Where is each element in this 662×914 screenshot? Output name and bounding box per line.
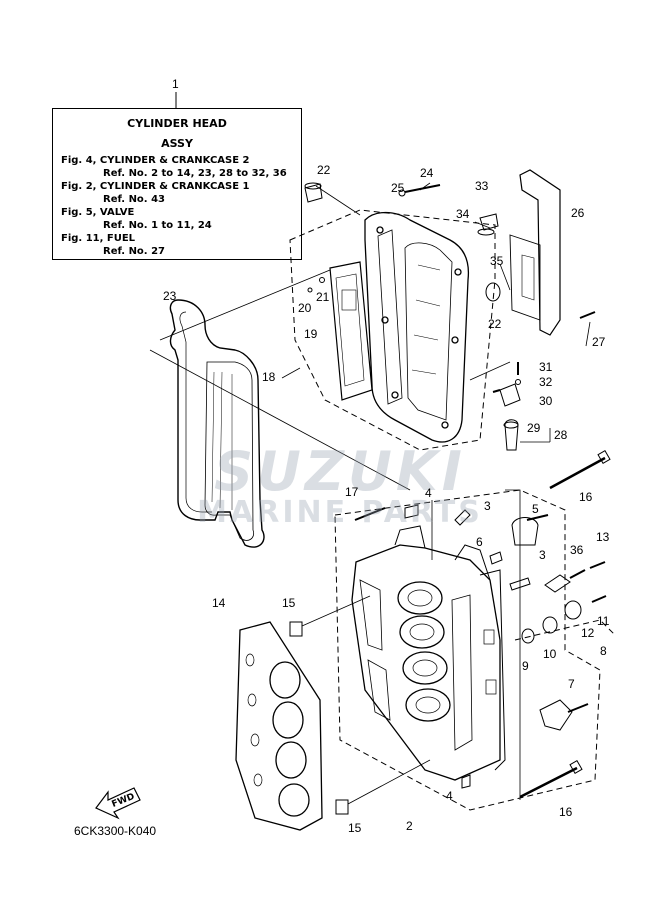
callout-3-lower: 3 [539,548,546,562]
dashed-frame-head [334,489,601,811]
callout-9: 9 [522,659,529,673]
callout-3-upper: 3 [484,499,491,513]
callout-6: 6 [476,535,483,549]
callout-29: 29 [527,421,541,435]
dashed-frame-cover [289,209,496,451]
diagram-code: 6CK3300-K040 [74,824,157,838]
bracket-part-26 [509,169,596,336]
callout-10: 10 [543,647,557,661]
callout-31: 31 [539,360,553,374]
callout-18: 18 [262,370,276,384]
info-line: Fig. 5, VALVE [61,207,135,218]
exhaust-cover-gasket-part-23 [169,299,265,548]
callout-16-lower: 16 [559,805,573,819]
bolts-and-pins [289,449,611,815]
info-title-line-2: ASSY [161,137,193,150]
cover-plate-part-19 [329,261,373,401]
callout-35: 35 [490,254,504,268]
callout-4-upper: 4 [425,486,432,500]
callout-24: 24 [420,166,434,180]
callout-23: 23 [163,289,177,303]
callout-34: 34 [456,207,470,221]
callout-27: 27 [592,335,606,349]
callout-19: 19 [304,327,318,341]
callout-12: 12 [581,626,595,640]
info-line: Ref. No. 2 to 14, 23, 28 to 32, 36 [103,168,287,179]
callout-4-lower: 4 [446,789,453,803]
callout-15-lower: 15 [348,821,362,835]
callout-5: 5 [532,502,539,516]
callout-33: 33 [475,179,489,193]
head-gasket-part-14 [235,621,323,831]
assembly-info-box: CYLINDER HEAD ASSY Fig. 4, CYLINDER & CR… [52,108,302,260]
callout-2: 2 [406,819,413,833]
info-line: Fig. 4, CYLINDER & CRANKCASE 2 [61,155,250,166]
fwd-arrow-icon: FWD [95,787,141,820]
info-line: Ref. No. 27 [103,246,166,257]
leader-lines [149,182,591,491]
info-line: Ref. No. 1 to 11, 24 [103,220,212,231]
callout-20: 20 [298,301,312,315]
small-parts-top [304,182,501,302]
callout-30: 30 [539,394,553,408]
callout-14: 14 [212,596,226,610]
callout-36: 36 [570,543,584,557]
info-line: Fig. 11, FUEL [61,233,136,244]
info-line: Ref. No. 43 [103,194,166,205]
callout-22-lower: 22 [488,317,502,331]
callout-21: 21 [316,290,330,304]
callout-25: 25 [391,181,405,195]
callout-16-upper: 16 [579,490,593,504]
callout-11: 11 [597,614,610,628]
callout-7: 7 [568,677,575,691]
callout-26: 26 [571,206,585,220]
callout-22: 22 [317,163,331,177]
callout-15-upper: 15 [282,596,296,610]
callout-28: 28 [554,428,568,442]
callout-8: 8 [600,644,607,658]
callout-32: 32 [539,375,553,389]
info-title-line-1: CYLINDER HEAD [127,117,227,130]
exhaust-cover-body [364,211,470,443]
callout-1: 1 [172,77,179,91]
info-line: Fig. 2, CYLINDER & CRANKCASE 1 [61,181,250,192]
sensor-parts [492,362,521,451]
callout-13: 13 [596,530,610,544]
callout-17: 17 [345,485,359,499]
cylinder-head-body [351,525,506,781]
